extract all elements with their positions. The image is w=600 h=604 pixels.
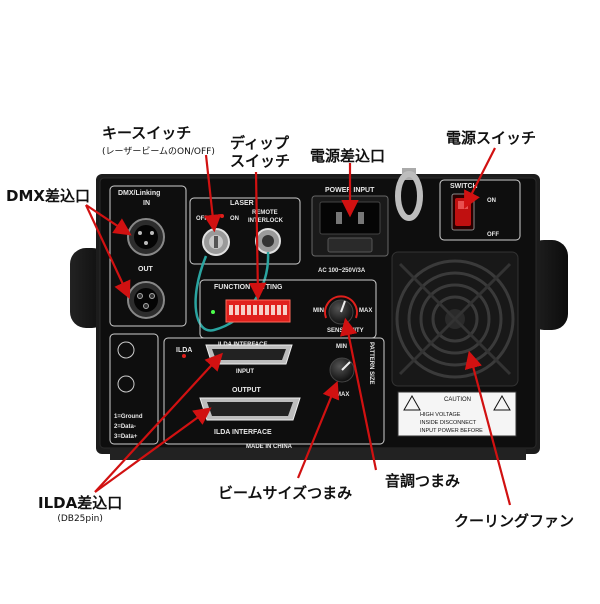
sensitivity-arc	[324, 295, 358, 319]
pin-diagram-frame	[109, 333, 159, 445]
chassis-base	[110, 448, 526, 460]
ilda-inlet-callout-sub: (DB25pin)	[57, 514, 103, 524]
ilda-section-frame	[163, 337, 385, 445]
interlock-label: INTERLOCK	[248, 218, 284, 224]
ilda-inlet-callout: ILDA差込口 (DB25pin)	[38, 492, 122, 524]
caution-line-3: INPUT POWER BEFORE	[420, 428, 483, 434]
key-switch-callout-sub: (レーザービームのON/OFF)	[102, 147, 215, 157]
dip-switch-callout-line1: ディップ	[230, 134, 289, 152]
ilda-label: ILDA	[176, 347, 192, 354]
eye-bolt	[395, 168, 423, 221]
dmx-in-xlr-connector[interactable]	[127, 218, 165, 256]
sensitivity-label: SENSITIVITY	[327, 328, 364, 334]
iec-power-inlet[interactable]	[311, 195, 389, 257]
power-rocker-switch[interactable]	[451, 193, 475, 231]
status-led	[211, 310, 215, 314]
power-switch-arrow	[464, 147, 496, 209]
dmx-linking-label: DMX/Linking	[118, 190, 160, 197]
laser-label: LASER	[230, 200, 254, 207]
switch-frame	[439, 179, 521, 241]
pattern-size-max-label: MAX	[336, 392, 349, 398]
key-switch-arrow	[203, 154, 222, 233]
pin1-label: 1=Ground	[114, 414, 143, 420]
beam-size-knob-callout: ビームサイズつまみ	[218, 484, 353, 502]
switch-label: SWITCH	[450, 183, 478, 190]
switch-off-label: OFF	[487, 232, 499, 238]
power-switch-callout: 電源スイッチ	[446, 129, 537, 147]
ilda-output-label: OUTPUT	[232, 387, 262, 394]
dip-switch-bank[interactable]	[225, 299, 291, 323]
caution-title: CAUTION	[444, 397, 471, 403]
tone-knob-arrow	[339, 317, 378, 471]
dmx-inlet-callout: DMX差込口	[6, 187, 90, 205]
cooling-fan-callout: クーリングファン	[454, 512, 575, 530]
pattern-size-min-label: MIN	[336, 344, 347, 350]
made-in-china-label: MADE IN CHINA	[246, 444, 293, 450]
pin2-label: 2=Data-	[114, 424, 136, 430]
dip-switch-callout: ディップ スイッチ	[230, 134, 290, 170]
ilda-indicator-dot	[182, 354, 186, 358]
key-on-label: ON	[230, 216, 239, 222]
ac-rating-label: AC 100~250V/3A	[318, 268, 366, 274]
caution-line-2: INSIDE DISCONNECT	[420, 420, 477, 426]
key-switch-callout-title: キースイッチ	[102, 124, 192, 142]
ilda-output-db25-connector[interactable]	[199, 397, 301, 421]
dip-switch-arrow	[248, 171, 267, 301]
remote-label: REMOTE	[252, 210, 278, 216]
ilda-input-label: INPUT	[236, 369, 254, 375]
dmx-in-arrow	[85, 204, 132, 236]
key-switch-callout: キースイッチ (レーザービームのON/OFF)	[102, 122, 215, 157]
pin3-label: 3=Data+	[114, 434, 138, 440]
laser-section-frame	[189, 197, 301, 265]
key-indicator-dot	[220, 214, 224, 218]
ilda-output-arrow	[94, 407, 212, 493]
pattern-size-label: PATTERN SIZE	[368, 342, 374, 384]
ilda-interface-label: ILDA INTERFACE	[214, 429, 272, 436]
function-setting-label: FUNCTION SETTING	[214, 284, 283, 291]
tone-knob-callout: 音調つまみ	[385, 472, 461, 490]
xlr-pin-diagram-bottom	[117, 375, 135, 393]
key-off-label: OFF	[196, 216, 208, 222]
beam-size-arrow	[296, 380, 340, 479]
pattern-size-knob[interactable]	[329, 357, 355, 383]
cooling-fan-arrow	[464, 350, 512, 506]
key-switch[interactable]	[202, 228, 230, 256]
dmx-out-arrow	[85, 204, 131, 299]
callout-arrows	[85, 147, 512, 506]
switch-on-label: ON	[487, 198, 496, 204]
cooling-fan-grille	[391, 251, 519, 387]
remote-interlock-connector[interactable]	[255, 228, 281, 254]
caution-line-1: HIGH VOLTAGE	[420, 412, 461, 418]
dmx-out-label: OUT	[138, 266, 154, 273]
ilda-input-arrow	[94, 352, 223, 493]
xlr-pin-diagram-top	[117, 341, 135, 359]
power-inlet-callout: 電源差込口	[310, 147, 386, 165]
sensitivity-min-label: MIN	[313, 308, 324, 314]
dmx-in-label: IN	[143, 200, 150, 207]
sensitivity-max-label: MAX	[359, 308, 372, 314]
ilda-interface-plate	[182, 424, 332, 438]
dip-switch-callout-line2: スイッチ	[230, 152, 291, 170]
dmx-out-xlr-connector[interactable]	[127, 281, 165, 319]
ilda-inlet-callout-title: ILDA差込口	[38, 494, 123, 512]
sensitivity-knob[interactable]	[328, 299, 354, 325]
caution-sticker	[397, 391, 517, 437]
ilda-input-db25-connector[interactable]	[205, 344, 293, 365]
